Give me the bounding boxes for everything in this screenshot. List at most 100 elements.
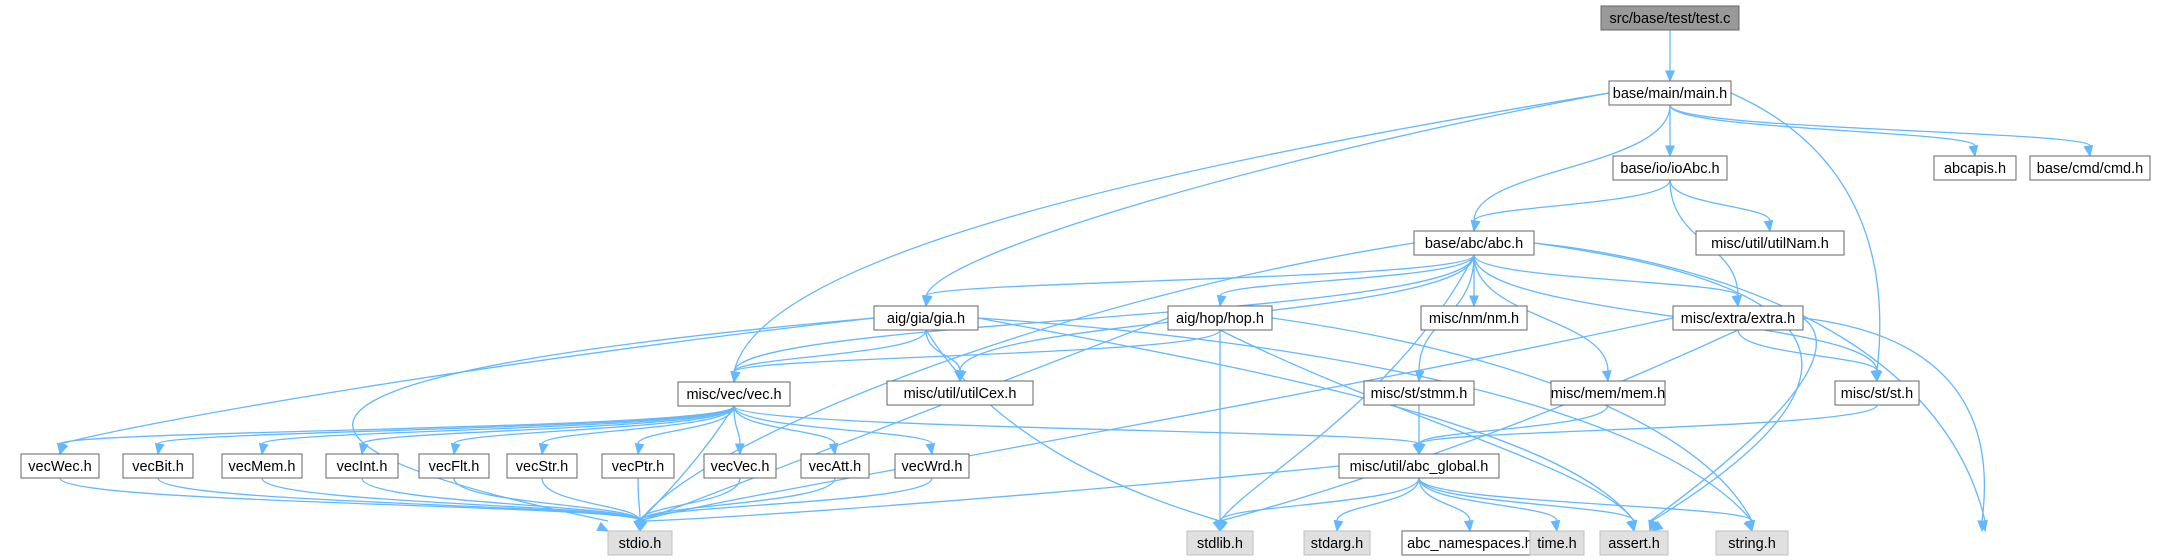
node-box[interactable] bbox=[122, 453, 194, 479]
node-vecAtt-h[interactable]: vecAtt.h bbox=[800, 453, 870, 479]
edge-line bbox=[639, 477, 836, 522]
node-box[interactable] bbox=[1672, 305, 1804, 331]
node-box[interactable] bbox=[601, 453, 675, 479]
node-box[interactable] bbox=[1303, 530, 1371, 556]
node-assert-h[interactable]: assert.h bbox=[1599, 530, 1669, 556]
node-box[interactable] bbox=[1550, 380, 1666, 406]
node-label: vecVec.h bbox=[711, 459, 770, 475]
node-stmm-h[interactable]: misc/st/stmm.h bbox=[1363, 380, 1475, 406]
edge-hop_h-to-vec_h-arrowhead bbox=[730, 370, 741, 384]
node-label: vecBit.h bbox=[132, 459, 184, 475]
node-box[interactable] bbox=[1186, 530, 1254, 556]
node-hop-h[interactable]: aig/hop/hop.h bbox=[1167, 305, 1273, 331]
edge-line bbox=[1473, 179, 1671, 222]
node-abc-global-h[interactable]: misc/util/abc_global.h bbox=[1338, 453, 1500, 479]
edge-abc_h-to-gia_h bbox=[922, 254, 1475, 308]
node-ioAbc-h[interactable]: base/io/ioAbc.h bbox=[1612, 155, 1728, 181]
node-box[interactable] bbox=[1608, 80, 1732, 106]
node-box[interactable] bbox=[894, 453, 970, 479]
node-vecVec-h[interactable]: vecVec.h bbox=[703, 453, 777, 479]
node-nm-h[interactable]: misc/nm/nm.h bbox=[1420, 305, 1528, 331]
node-box[interactable] bbox=[886, 380, 1034, 406]
node-vecBit-h[interactable]: vecBit.h bbox=[122, 453, 194, 479]
edge-line bbox=[637, 477, 641, 522]
node-box[interactable] bbox=[1167, 305, 1273, 331]
node-box[interactable] bbox=[1599, 530, 1669, 556]
edge-vec_h-to-vecWrd_h bbox=[733, 405, 936, 456]
node-time-h[interactable]: time.h bbox=[1529, 530, 1585, 556]
edge-line bbox=[1271, 317, 1753, 522]
node-test-c[interactable]: src/base/test/test.c bbox=[1600, 5, 1740, 31]
node-box[interactable] bbox=[703, 453, 777, 479]
node-mem-h[interactable]: misc/mem/mem.h bbox=[1550, 380, 1666, 406]
node-box[interactable] bbox=[1401, 530, 1539, 556]
node-vecPtr-h[interactable]: vecPtr.h bbox=[601, 453, 675, 479]
node-abc-h[interactable]: base/abc/abc.h bbox=[1413, 230, 1535, 256]
node-box[interactable] bbox=[1420, 305, 1528, 331]
node-extra-h[interactable]: misc/extra/extra.h bbox=[1672, 305, 1804, 331]
node-box[interactable] bbox=[1338, 453, 1500, 479]
edge-line bbox=[1533, 242, 1986, 522]
node-box[interactable] bbox=[677, 381, 791, 407]
node-box[interactable] bbox=[873, 305, 979, 331]
node-box[interactable] bbox=[221, 453, 303, 479]
node-box[interactable] bbox=[1933, 155, 2017, 181]
node-stdio-h[interactable]: stdio.h bbox=[607, 530, 673, 556]
node-stdarg-h[interactable]: stdarg.h bbox=[1303, 530, 1371, 556]
node-box[interactable] bbox=[1695, 230, 1845, 256]
node-utilCex-h[interactable]: misc/util/utilCex.h bbox=[886, 380, 1034, 406]
node-vecFlt-h[interactable]: vecFlt.h bbox=[418, 453, 490, 479]
node-abc-namespaces-h[interactable]: abc_namespaces.h bbox=[1401, 530, 1539, 556]
edge-ioAbc_h-to-abc_h bbox=[1470, 179, 1671, 233]
edge-line bbox=[925, 92, 1610, 297]
edge-line bbox=[639, 405, 735, 522]
node-box[interactable] bbox=[607, 530, 673, 556]
node-vecWrd-h[interactable]: vecWrd.h bbox=[894, 453, 970, 479]
node-label: misc/mem/mem.h bbox=[1551, 386, 1665, 402]
node-st-h[interactable]: misc/st/st.h bbox=[1834, 380, 1920, 406]
edge-line bbox=[733, 329, 1221, 373]
node-box[interactable] bbox=[1715, 530, 1789, 556]
node-box[interactable] bbox=[1834, 380, 1920, 406]
edge-vec_h-to-vecFlt_h bbox=[450, 405, 735, 456]
node-box[interactable] bbox=[1363, 380, 1475, 406]
edge-line bbox=[1418, 404, 1878, 445]
node-utilNam-h[interactable]: misc/util/utilNam.h bbox=[1695, 230, 1845, 256]
node-box[interactable] bbox=[418, 453, 490, 479]
node-vecStr-h[interactable]: vecStr.h bbox=[506, 453, 578, 479]
edge-abc_h-to-gia_h-arrowhead bbox=[922, 294, 933, 308]
node-box[interactable] bbox=[20, 453, 100, 479]
node-string-h[interactable]: string.h bbox=[1715, 530, 1789, 556]
node-main-h[interactable]: base/main/main.h bbox=[1608, 80, 1732, 106]
node-vecWec-h[interactable]: vecWec.h bbox=[20, 453, 100, 479]
node-vecInt-h[interactable]: vecInt.h bbox=[325, 453, 399, 479]
node-box[interactable] bbox=[800, 453, 870, 479]
node-label: vecFlt.h bbox=[429, 459, 480, 475]
node-vecMem-h[interactable]: vecMem.h bbox=[221, 453, 303, 479]
edge-test_c-to-main_h bbox=[1665, 29, 1675, 83]
edge-line bbox=[1737, 329, 1878, 372]
node-vec-h[interactable]: misc/vec/vec.h bbox=[677, 381, 791, 407]
node-abcapis-h[interactable]: abcapis.h bbox=[1933, 155, 2017, 181]
node-box[interactable] bbox=[1529, 530, 1585, 556]
edge-abc_h-to-hop_h-arrowhead bbox=[1216, 294, 1227, 308]
edge-vec_h-to-vecFlt_h-arrowhead bbox=[450, 442, 461, 456]
node-gia-h[interactable]: aig/gia/gia.h bbox=[873, 305, 979, 331]
edge-abc_h-to-vec_h bbox=[730, 254, 1475, 384]
node-label: stdio.h bbox=[619, 536, 662, 552]
node-box[interactable] bbox=[1413, 230, 1535, 256]
edge-abc_h-to-mem_h bbox=[1473, 254, 1612, 383]
node-label: assert.h bbox=[1608, 536, 1660, 552]
node-stdlib-h[interactable]: stdlib.h bbox=[1186, 530, 1254, 556]
node-box[interactable] bbox=[1600, 5, 1740, 31]
edge-abc_h-to-extra_h bbox=[1473, 254, 1742, 308]
node-box[interactable] bbox=[506, 453, 578, 479]
edge-line bbox=[639, 317, 1169, 522]
node-box[interactable] bbox=[325, 453, 399, 479]
node-box[interactable] bbox=[1612, 155, 1728, 181]
edge-main_h-to-cmd_h-arrowhead bbox=[2083, 144, 2094, 158]
edge-line bbox=[352, 317, 875, 522]
node-box[interactable] bbox=[2029, 155, 2151, 181]
edge-hop_h-to-stdio_h bbox=[637, 317, 1169, 533]
node-cmd-h[interactable]: base/cmd/cmd.h bbox=[2029, 155, 2151, 181]
